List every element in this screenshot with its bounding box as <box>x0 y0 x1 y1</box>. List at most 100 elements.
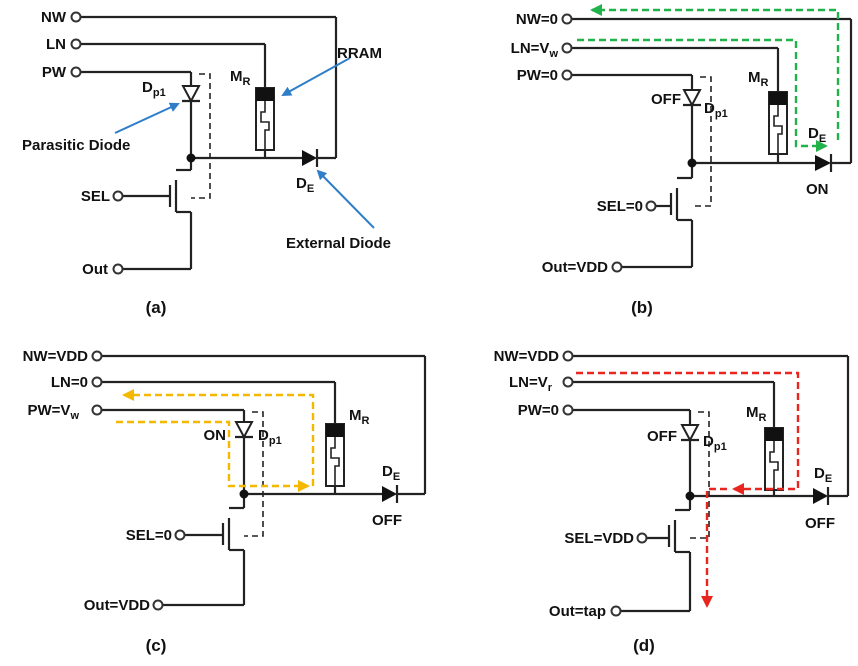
pw-terminal <box>562 404 574 416</box>
pw-terminal <box>70 66 82 78</box>
ln-label: LN=0 <box>51 374 88 391</box>
ln-terminal <box>70 38 82 50</box>
read-path-red-down <box>701 487 727 608</box>
out-terminal <box>112 263 124 275</box>
nw-label: NW <box>41 9 67 26</box>
ln-label: LN <box>46 36 66 53</box>
wires <box>568 354 850 613</box>
panel-a: NW LN PW SEL Out Dp1 MR DE RRAM Parasiti… <box>22 9 391 317</box>
dp-state-label: ON <box>204 427 227 444</box>
mr-label: MR <box>230 68 251 88</box>
parasitic-path-dashed <box>690 411 710 539</box>
out-label: Out=tap <box>549 603 606 620</box>
caption-a: (a) <box>146 298 167 317</box>
wires <box>567 17 853 269</box>
external-diode-icon <box>813 487 830 505</box>
out-terminal <box>610 605 622 617</box>
sel-terminal <box>645 200 657 212</box>
parasitic-path-dashed <box>244 411 264 537</box>
de-label: DE <box>296 175 314 195</box>
nw-terminal <box>91 350 103 362</box>
wires <box>97 354 427 607</box>
de-label: DE <box>814 465 832 485</box>
caption-d: (d) <box>633 636 655 655</box>
current-path-yellow <box>116 420 310 492</box>
out-terminal <box>152 599 164 611</box>
rram-icon <box>768 91 788 155</box>
pw-label: PW <box>42 64 67 81</box>
dp-label: Dp1 <box>704 100 728 120</box>
junction-node <box>687 158 697 168</box>
de-label: DE <box>382 463 400 483</box>
current-path-green <box>577 38 828 152</box>
caption-c: (c) <box>146 636 167 655</box>
dp-state-label: OFF <box>651 91 681 108</box>
out-label: Out=VDD <box>84 597 150 614</box>
caption-b: (b) <box>631 298 653 317</box>
external-diode-icon <box>382 485 399 503</box>
nw-label: NW=VDD <box>494 348 560 365</box>
de-state-label: ON <box>806 181 829 198</box>
de-state-label: OFF <box>805 515 835 532</box>
out-label: Out=VDD <box>542 259 608 276</box>
out-label: Out <box>82 261 108 278</box>
junction-node <box>685 491 695 501</box>
wires <box>76 15 338 271</box>
rram-annotation: RRAM <box>337 45 382 62</box>
sel-terminal <box>636 532 648 544</box>
nw-terminal <box>70 11 82 23</box>
rram-icon <box>255 87 275 151</box>
ln-label: LN=Vw <box>511 40 559 60</box>
pw-label: PW=0 <box>518 402 559 419</box>
parasitic-arrow <box>114 102 180 134</box>
de-label: DE <box>808 125 826 145</box>
sel-label: SEL=VDD <box>564 530 634 547</box>
parasitic-path-dashed <box>692 76 712 207</box>
dp-label: Dp1 <box>258 427 282 447</box>
sel-terminal <box>174 529 186 541</box>
parasitic-diode-icon <box>680 424 700 443</box>
panel-c: NW=VDD LN=0 PW=Vw SEL=0 Out=VDD ON Dp1 M… <box>23 348 427 655</box>
parasitic-annotation: Parasitic Diode <box>22 137 130 154</box>
dp-state-label: OFF <box>647 428 677 445</box>
ln-terminal <box>562 376 574 388</box>
out-terminal <box>611 261 623 273</box>
pw-label: PW=0 <box>517 67 558 84</box>
nw-terminal <box>562 350 574 362</box>
rram-arrow <box>281 57 351 96</box>
parasitic-diode-icon <box>181 85 201 104</box>
parasitic-path-dashed <box>191 73 211 199</box>
rram-icon <box>325 423 345 487</box>
external-arrow <box>316 169 375 229</box>
panel-d: NW=VDD LN=Vr PW=0 SEL=VDD Out=tap OFF Dp… <box>494 348 850 655</box>
junction-node <box>186 153 196 163</box>
return-path-yellow <box>122 389 315 486</box>
panel-b: NW=0 LN=Vw PW=0 SEL=0 Out=VDD OFF Dp1 MR… <box>511 4 853 317</box>
mr-label: MR <box>748 69 769 89</box>
rram-icon <box>764 427 784 491</box>
dp-label: Dp1 <box>703 433 727 453</box>
parasitic-diode-icon <box>682 89 702 108</box>
sel-label: SEL=0 <box>597 198 643 215</box>
pw-label: PW=Vw <box>28 402 80 422</box>
read-path-red <box>576 371 800 495</box>
sel-label: SEL <box>81 188 110 205</box>
external-diode-icon <box>302 149 319 167</box>
pw-terminal <box>561 69 573 81</box>
pw-terminal <box>91 404 103 416</box>
nw-label: NW=0 <box>516 11 558 28</box>
de-state-label: OFF <box>372 512 402 529</box>
nw-terminal <box>561 13 573 25</box>
ln-terminal <box>561 42 573 54</box>
mr-label: MR <box>349 407 370 427</box>
external-diode-icon <box>815 154 833 172</box>
parasitic-diode-icon <box>234 421 254 440</box>
external-annotation: External Diode <box>286 235 391 252</box>
junction-node <box>239 489 249 499</box>
sel-label: SEL=0 <box>126 527 172 544</box>
ln-label: LN=Vr <box>509 374 553 394</box>
mr-label: MR <box>746 404 767 424</box>
sel-terminal <box>112 190 124 202</box>
